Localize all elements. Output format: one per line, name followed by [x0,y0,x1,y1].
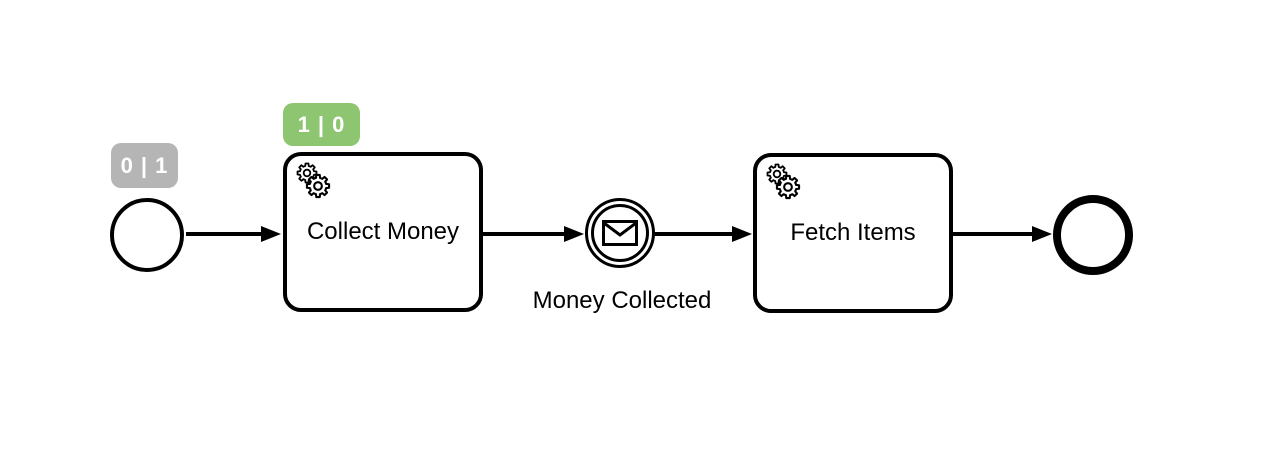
token-count-badge-collect-money[interactable]: 1 | 0 [283,103,360,146]
token-count-badge-start[interactable]: 0 | 1 [111,143,178,188]
task-label-collect-money: Collect Money [306,217,460,245]
task-fetch-items[interactable]: Fetch Items [753,153,953,313]
message-event-label: Money Collected [532,287,712,314]
start-event[interactable] [110,198,184,272]
message-envelope-icon [602,220,638,246]
message-catch-event[interactable] [585,198,655,268]
task-collect-money[interactable]: Collect Money [283,152,483,312]
end-event[interactable] [1053,195,1133,275]
service-task-gears-icon [766,163,801,200]
message-event-inner-ring [591,204,649,262]
service-task-gears-icon [296,162,331,199]
task-label-fetch-items: Fetch Items [790,218,916,246]
